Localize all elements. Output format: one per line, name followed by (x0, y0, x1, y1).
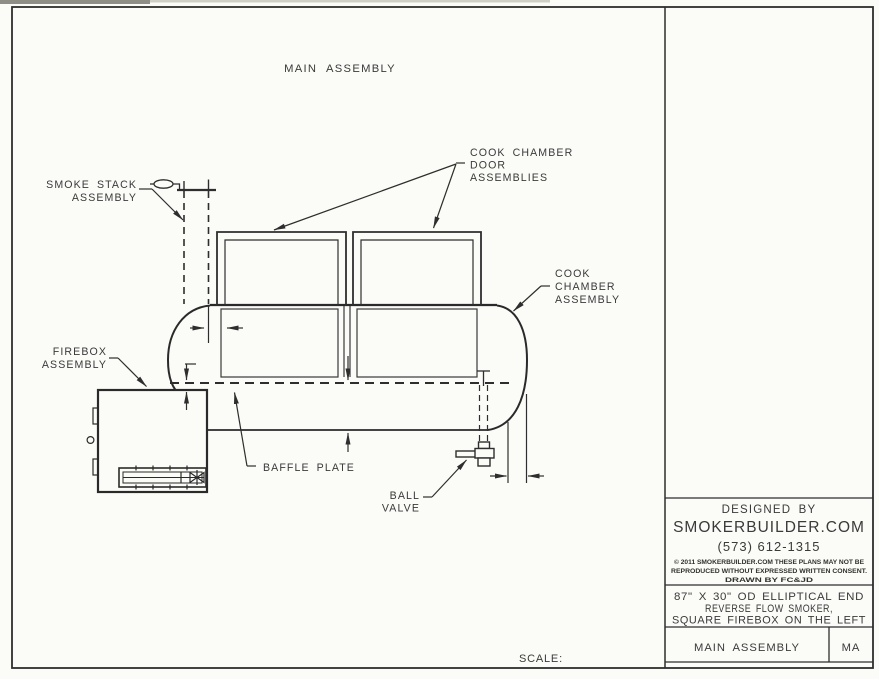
title-block: DESIGNED BY SMOKERBUILDER.COM (573) 612-… (671, 504, 867, 654)
smoke-stack-drawing (150, 179, 216, 304)
cook-chamber-callout: COOK CHAMBER ASSEMBLY (555, 268, 620, 306)
chamber-label-line3: ASSEMBLY (555, 294, 620, 306)
description-line1: 87" X 30" OD ELLIPTICAL END (674, 591, 864, 603)
smoke-stack-label-line1: SMOKE STACK (46, 179, 137, 191)
chamber-label-line2: CHAMBER (555, 281, 616, 293)
left-door-assembly (216, 231, 347, 306)
sheet-border (11, 6, 874, 669)
description-line2: REVERSE FLOW SMOKER, (705, 603, 833, 615)
smoke-stack-label-line2: ASSEMBLY (72, 192, 137, 204)
baffle-plate-callout: BAFFLE PLATE (263, 462, 355, 474)
copyright-line1: © 2011 SMOKERBUILDER.COM THESE PLANS MAY… (674, 558, 865, 566)
firebox-air-damper (118, 465, 207, 490)
chamber-label-line1: COOK (555, 268, 591, 280)
scan-artifacts (0, 0, 550, 4)
ball-valve-callout: BALL VALVE (382, 490, 420, 515)
dimension-marks (184, 306, 544, 483)
door-openings (220, 306, 478, 378)
firebox-label-line1: FIREBOX (53, 346, 107, 358)
drawn-by-label: DRAWN BY FC&JD (725, 577, 813, 584)
right-door-assembly (352, 231, 482, 306)
cook-chamber-doors-callout: COOK CHAMBER DOOR ASSEMBLIES (470, 147, 573, 184)
baffle-label: BAFFLE PLATE (263, 462, 355, 474)
ball-valve-label-line1: BALL (390, 490, 420, 502)
scale-label: SCALE: (519, 653, 563, 665)
doors-label-line2: DOOR (470, 160, 506, 172)
firebox-label-line2: ASSEMBLY (42, 359, 107, 371)
ball-valve-drawing (455, 370, 495, 467)
copyright-line2: REPRODUCED WITHOUT EXPRESSED WRITTEN CON… (671, 568, 867, 575)
firebox-drawing (86, 388, 209, 494)
description-line3: SQUARE FIREBOX ON THE LEFT (672, 615, 866, 627)
view-title: MAIN ASSEMBLY (284, 63, 396, 75)
firebox-callout: FIREBOX ASSEMBLY (42, 346, 107, 371)
phone-number: (573) 612-1315 (718, 539, 821, 554)
stack-damper-handle-icon (150, 179, 181, 190)
sheet-code-cell: MA (842, 642, 861, 654)
ball-valve-icon (455, 441, 495, 467)
sheet-name-cell: MAIN ASSEMBLY (694, 642, 800, 654)
title-block-frame (665, 497, 873, 663)
leader-lines (109, 162, 550, 498)
doors-label-line3: ASSEMBLIES (470, 172, 548, 184)
doors-label-line1: COOK CHAMBER (470, 147, 573, 159)
smoke-stack-callout: SMOKE STACK ASSEMBLY (46, 179, 137, 204)
company-name: SMOKERBUILDER.COM (673, 519, 865, 536)
ball-valve-label-line2: VALVE (382, 503, 420, 515)
designed-by-label: DESIGNED BY (722, 504, 817, 516)
